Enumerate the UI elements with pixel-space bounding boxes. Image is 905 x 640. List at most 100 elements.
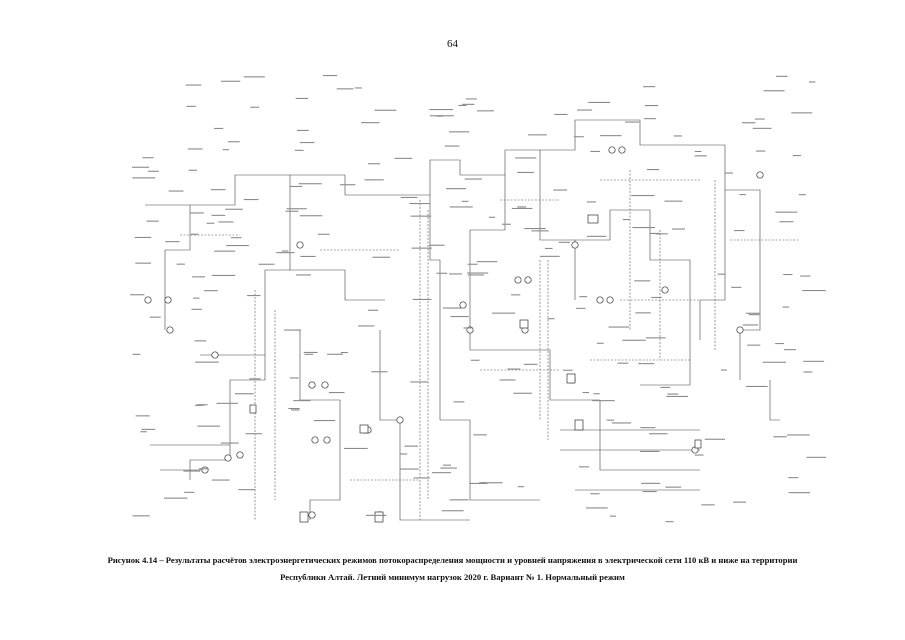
- node-label-mark: [655, 233, 668, 235]
- node-label-mark: [643, 86, 656, 88]
- node-label-mark: [364, 179, 384, 181]
- node-label-mark: [631, 195, 655, 197]
- node-label-mark: [606, 419, 615, 421]
- node-label-mark: [449, 273, 462, 275]
- node-label-mark: [665, 486, 682, 488]
- node-label-mark: [609, 515, 616, 517]
- node-label-mark: [313, 420, 336, 422]
- node-label-mark: [214, 250, 236, 252]
- node-label-mark: [754, 118, 765, 120]
- node-label-mark: [371, 371, 388, 373]
- node-label-mark: [734, 230, 745, 232]
- node-label-mark: [647, 169, 660, 171]
- node-label-mark: [442, 307, 465, 309]
- node-label-mark: [429, 109, 453, 111]
- transformer-symbol: [308, 511, 316, 519]
- network-line: [599, 400, 700, 471]
- node-label-mark: [608, 326, 630, 328]
- node-label-mark: [798, 194, 806, 196]
- node-label-mark: [164, 497, 188, 499]
- node-label-mark: [513, 392, 532, 394]
- node-label-mark: [148, 170, 159, 172]
- node-label-mark: [649, 232, 661, 234]
- node-label-mark: [183, 470, 200, 472]
- transformer-symbol: [323, 436, 331, 444]
- network-line: [505, 349, 600, 401]
- node-label-mark: [642, 491, 657, 493]
- node-label-mark: [507, 368, 521, 370]
- node-label-mark: [492, 312, 516, 314]
- transformer-symbol: [201, 466, 209, 474]
- node-label-mark: [289, 185, 303, 187]
- node-label-mark: [773, 436, 787, 438]
- node-label-mark: [190, 212, 204, 214]
- network-line: [469, 300, 505, 351]
- transformer-symbol: [459, 301, 467, 309]
- node-label-mark: [593, 393, 600, 395]
- node-label-mark: [206, 222, 215, 224]
- network-line: [190, 174, 291, 225]
- node-label-mark: [622, 219, 630, 221]
- node-label-mark: [220, 80, 241, 82]
- node-label-mark: [198, 468, 209, 470]
- node-label-mark: [649, 433, 668, 435]
- node-label-mark: [791, 112, 813, 114]
- node-label-mark: [220, 442, 239, 444]
- node-label-mark: [467, 274, 484, 276]
- node-label-mark: [742, 324, 759, 326]
- node-label-mark: [634, 280, 651, 282]
- node-label-mark: [176, 263, 185, 265]
- node-label-mark: [579, 466, 590, 468]
- node-label-mark: [635, 312, 651, 314]
- node-label-mark: [400, 196, 418, 198]
- breaker-symbol: [359, 424, 369, 434]
- network-line: [469, 175, 506, 300]
- node-label-mark: [289, 377, 299, 379]
- node-label-mark: [586, 507, 608, 509]
- node-label-mark: [141, 428, 156, 430]
- node-label-mark: [600, 135, 622, 137]
- node-label-mark: [146, 220, 159, 222]
- node-label-mark: [694, 155, 707, 157]
- node-label-mark: [444, 145, 460, 147]
- breaker-symbol: [587, 214, 599, 224]
- node-label-mark: [410, 215, 432, 217]
- node-label-mark: [786, 434, 810, 436]
- node-label-mark: [540, 255, 560, 257]
- transformer-symbol: [236, 451, 244, 459]
- node-label-mark: [354, 87, 362, 89]
- node-label-mark: [317, 233, 330, 235]
- network-line: [640, 340, 691, 386]
- node-label-mark: [632, 227, 656, 229]
- node-label-mark: [748, 314, 760, 316]
- node-label-mark: [463, 327, 472, 329]
- node-label-mark: [640, 427, 656, 429]
- node-label-mark: [214, 127, 224, 129]
- node-label-mark: [446, 188, 467, 190]
- breaker-symbol: [574, 419, 584, 431]
- node-label-mark: [226, 245, 249, 247]
- node-label-mark: [588, 101, 611, 103]
- node-label-mark: [168, 190, 184, 192]
- node-label-mark: [299, 215, 323, 217]
- figure-caption-line-1: Рисунок 4.14 – Результаты расчётов элект…: [107, 555, 798, 565]
- node-label-mark: [399, 468, 419, 470]
- node-label-mark: [511, 294, 521, 296]
- network-line: [439, 330, 471, 470]
- transformer-symbol: [308, 381, 316, 389]
- node-label-mark: [782, 306, 790, 308]
- node-label-mark: [361, 122, 380, 124]
- node-label-mark: [216, 402, 238, 404]
- node-label-mark: [436, 272, 448, 274]
- transformer-symbol: [736, 326, 744, 334]
- node-label-mark: [673, 135, 682, 137]
- node-label-mark: [756, 150, 766, 152]
- node-label-mark: [327, 353, 343, 355]
- node-label-mark: [225, 208, 243, 210]
- node-label-mark: [298, 183, 322, 185]
- node-label-mark: [666, 395, 688, 397]
- node-label-mark: [336, 88, 354, 90]
- node-label-mark: [440, 467, 457, 469]
- node-label-mark: [644, 118, 656, 120]
- node-label-mark: [211, 214, 226, 216]
